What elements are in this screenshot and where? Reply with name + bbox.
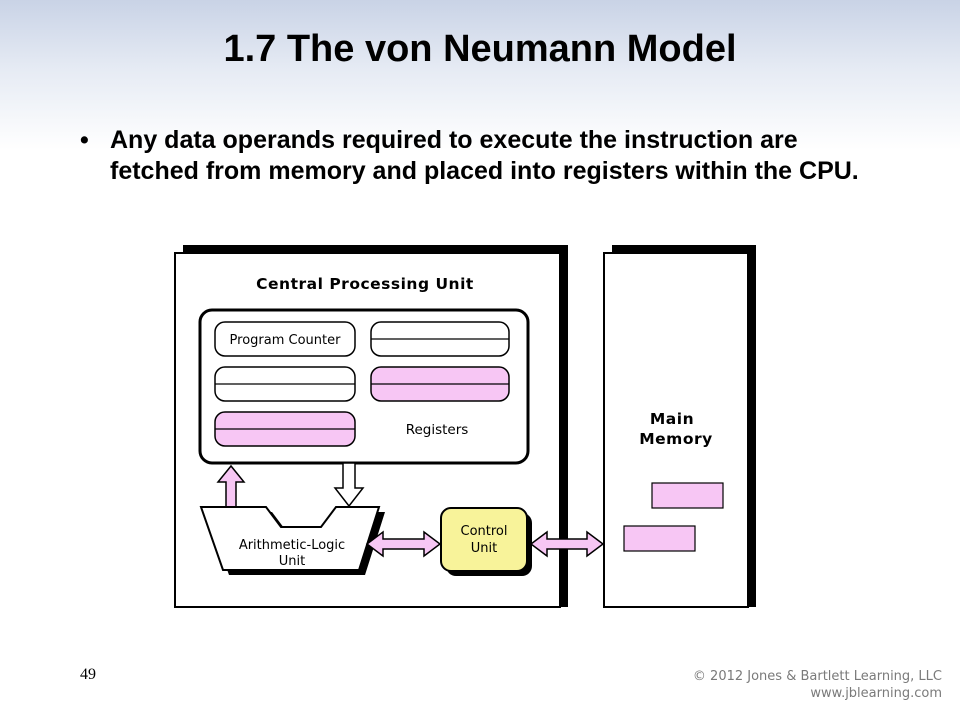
memory-cell [623, 525, 696, 552]
arrow-down-icon [333, 462, 365, 508]
registers-label: Registers [406, 422, 469, 438]
memory-label-line1: Main [650, 410, 694, 428]
memory-label-line2: Memory [639, 430, 712, 448]
register-slot [214, 366, 356, 402]
copyright-notice: © 2012 Jones & Bartlett Learning, LLC ww… [693, 668, 942, 702]
memory-cell [651, 482, 724, 509]
control-unit-label-line1: Control [461, 524, 508, 539]
register-slot-highlighted [214, 411, 356, 447]
alu-label-line2: Unit [279, 554, 305, 569]
copyright-line: © 2012 Jones & Bartlett Learning, LLC [692, 669, 942, 684]
alu [199, 506, 385, 575]
bullet-icon: • [80, 126, 89, 154]
register-slot-highlighted [370, 366, 510, 402]
alu-label-line1: Arithmetic-Logic [239, 538, 345, 553]
control-unit [440, 507, 532, 576]
publisher-url: www.jblearning.com [810, 686, 942, 701]
slide-number: 49 [80, 666, 96, 683]
program-counter-label: Program Counter [230, 333, 342, 348]
control-unit-label-line2: Unit [471, 541, 497, 556]
cpu-label: Central Processing Unit [256, 275, 474, 293]
program-counter [214, 321, 356, 357]
bullet-text: Any data operands required to execute th… [110, 126, 859, 185]
register-slot [370, 321, 510, 357]
slide-title: 1.7 The von Neumann Model [223, 28, 737, 70]
